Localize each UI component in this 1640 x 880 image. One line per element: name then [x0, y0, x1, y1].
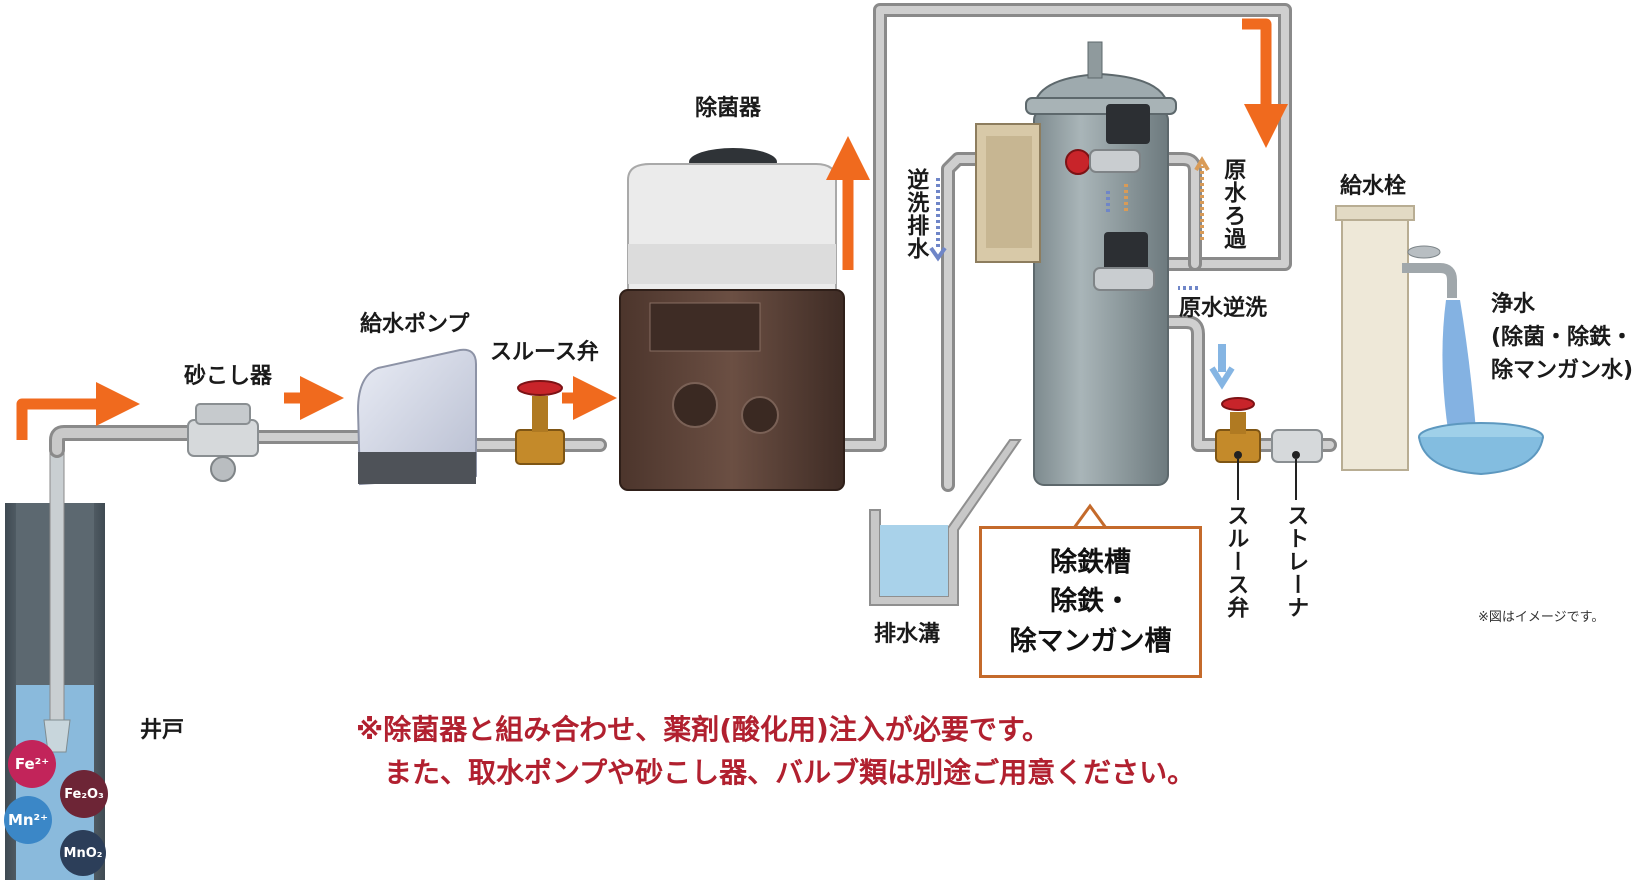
tank-box-line1: 除鉄槽	[1050, 547, 1131, 579]
hydrant-device	[1335, 205, 1457, 471]
tank-box-line2: 除鉄・	[1050, 586, 1131, 618]
feed-pump-device	[356, 348, 477, 486]
note-line-2: また、取水ポンプや砂こし器、バルブ類は別途ご用意ください。	[384, 756, 1196, 790]
label-strainer: ストレーナ	[1283, 504, 1309, 619]
callout-lines	[1237, 459, 1297, 500]
label-sand-filter: 砂こし器	[184, 364, 273, 389]
water-basin	[1418, 422, 1544, 476]
flow-arrows	[16, 18, 1288, 440]
label-raw-filtration: 原水ろ過	[1220, 158, 1246, 250]
well-shaft	[5, 439, 105, 880]
label-raw-backwash: 原水逆洗	[1179, 296, 1268, 321]
label-hydrant: 給水栓	[1340, 174, 1407, 199]
notes: ※除菌器と組み合わせ、薬剤(酸化用)注入が必要です。 また、取水ポンプや砂こし器…	[356, 708, 1195, 795]
label-feed-pump: 給水ポンプ	[360, 312, 470, 337]
sterilizer-device	[619, 148, 845, 491]
label-sluice-valve-bottom: スルース弁	[1223, 504, 1249, 619]
strainer-device	[1271, 429, 1323, 463]
chem-fe2o3-badge: Fe₂O₃	[60, 770, 108, 818]
backwash-arrows	[929, 156, 1235, 390]
label-drain-ditch: 排水溝	[874, 622, 941, 647]
tank-callout-pointer	[1072, 503, 1108, 529]
label-well: 井戸	[140, 718, 185, 743]
chem-mn-badge: Mn²⁺	[4, 796, 52, 844]
water-stream	[1442, 300, 1476, 430]
label-backwash-drain: 逆洗排水	[903, 168, 929, 260]
chem-fe-badge: Fe²⁺	[8, 740, 56, 788]
sluice-valve-top-device	[515, 380, 565, 465]
iron-manganese-tank-box: 除鉄槽 除鉄・ 除マンガン槽	[979, 526, 1202, 678]
tank-box-line3: 除マンガン槽	[1009, 625, 1172, 657]
drain-ditch-device	[869, 439, 1022, 606]
sand-filter-device	[187, 403, 259, 482]
label-image-note: ※図はイメージです。	[1478, 610, 1605, 625]
chem-mno2-badge: MnO₂	[60, 830, 106, 876]
sluice-valve-bottom-device	[1215, 397, 1261, 463]
label-sterilizer: 除菌器	[695, 96, 762, 121]
label-sluice-valve-top: スルース弁	[490, 340, 599, 365]
iron-removal-tank	[975, 41, 1177, 486]
label-clean-water-detail: (除菌・除鉄・	[1491, 325, 1634, 350]
label-clean-water-detail2: 除マンガン水)	[1491, 358, 1634, 383]
label-clean-water: 浄水	[1491, 292, 1536, 317]
note-line-1: ※除菌器と組み合わせ、薬剤(酸化用)注入が必要です。	[356, 713, 1051, 746]
